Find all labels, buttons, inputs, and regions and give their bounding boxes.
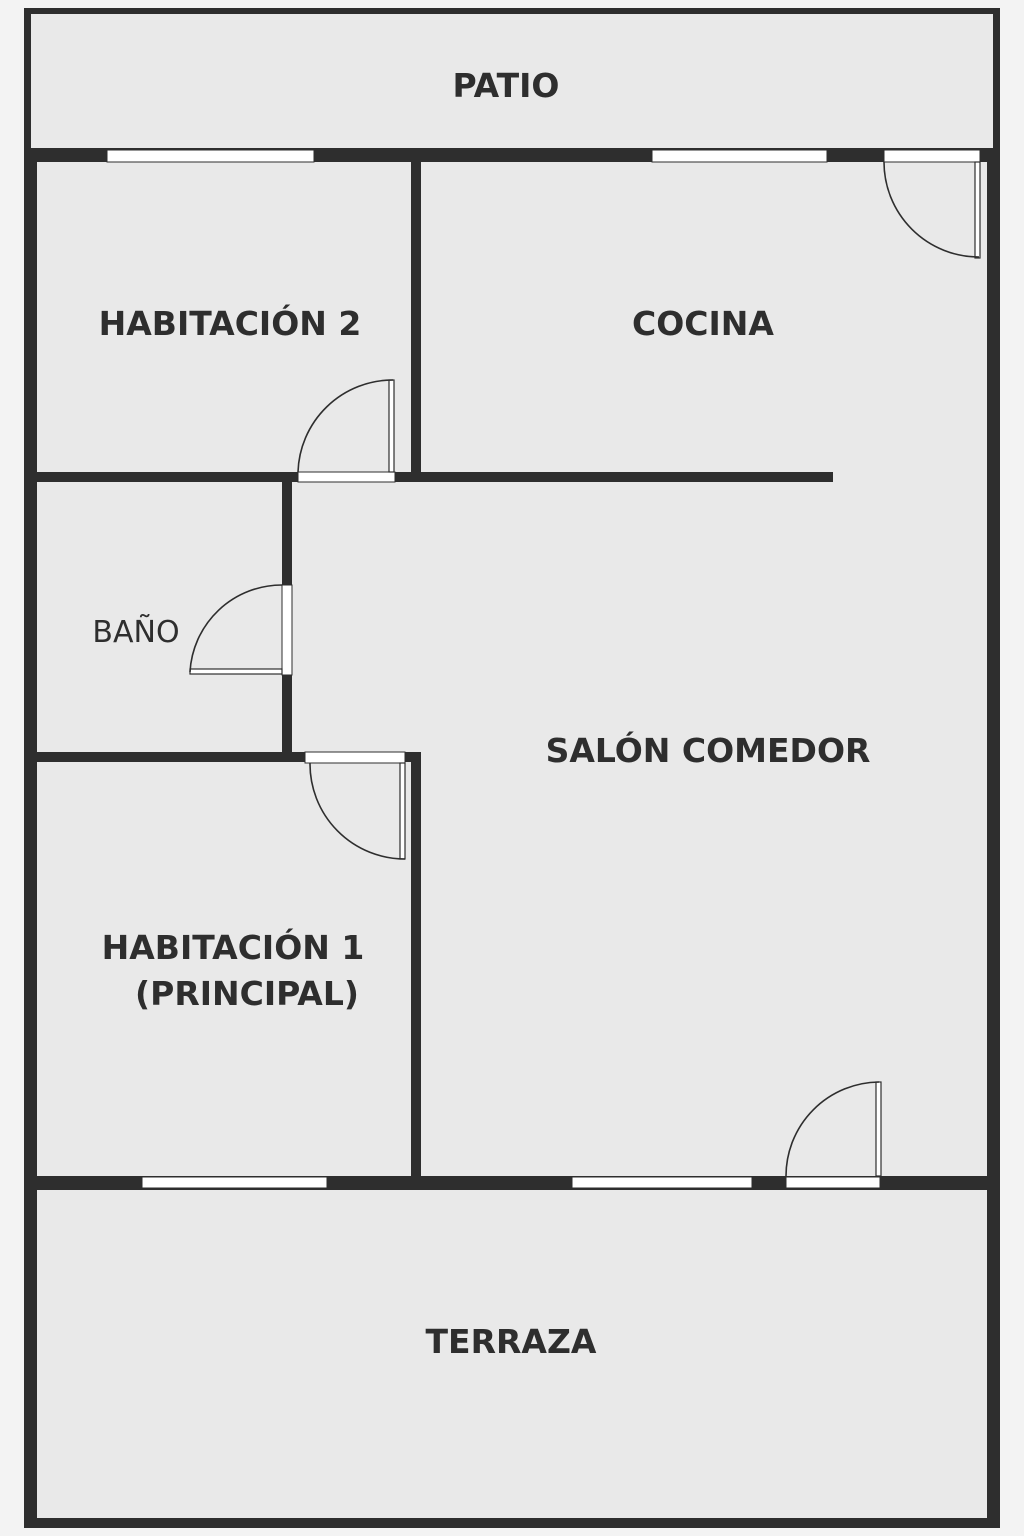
window-hab2	[106, 149, 315, 163]
door-cocina	[883, 149, 981, 259]
label-cocina: COCINA	[632, 304, 774, 343]
main-block	[24, 148, 1000, 1190]
wall-hab2-bottom	[37, 472, 833, 482]
label-habitacion-1: HABITACIÓN 1	[102, 927, 365, 967]
wall-bano-bottom	[37, 752, 421, 762]
room-terraza	[24, 1188, 1000, 1528]
window-hab1	[141, 1176, 328, 1189]
door-salon-terraza	[785, 1081, 882, 1189]
room-patio	[24, 8, 1000, 154]
wall-hab1-right	[411, 752, 421, 1182]
label-habitacion-2: HABITACIÓN 2	[99, 303, 362, 343]
label-patio: PATIO	[453, 66, 560, 105]
door-habitacion-2	[297, 379, 396, 483]
label-bano: BAÑO	[92, 614, 179, 650]
door-habitacion-1	[304, 751, 406, 860]
wall-hab2-cocina	[411, 162, 421, 478]
label-habitacion-1-principal: (PRINCIPAL)	[135, 974, 359, 1013]
window-salon	[571, 1176, 753, 1189]
door-bano	[189, 584, 293, 676]
label-terraza: TERRAZA	[426, 1322, 597, 1361]
window-cocina	[651, 149, 828, 163]
label-salon-comedor: SALÓN COMEDOR	[546, 730, 871, 770]
